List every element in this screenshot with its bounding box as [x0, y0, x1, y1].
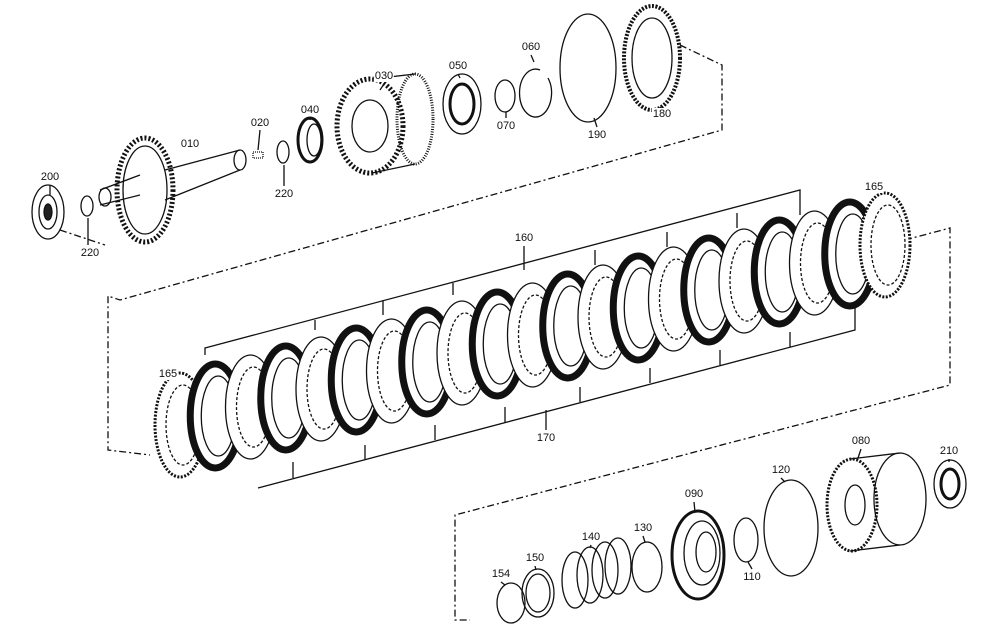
part-label-150: 150	[524, 552, 546, 564]
piston-090	[670, 509, 726, 601]
bracket-170	[257, 300, 856, 489]
ring-120	[763, 479, 819, 577]
steel-disc	[858, 191, 912, 299]
part-label-140: 140	[580, 531, 602, 543]
spring-140	[561, 537, 632, 609]
gear-030	[334, 72, 435, 176]
clutch-housing-080	[825, 452, 927, 553]
ring-150	[521, 568, 555, 618]
part-label-220: 220	[79, 247, 101, 259]
part-label-030: 030	[373, 70, 395, 82]
bearing-200	[31, 184, 65, 240]
snap-ring-060	[518, 68, 553, 118]
part-label-050: 050	[447, 60, 469, 72]
part-label-170: 170	[535, 432, 557, 444]
part-label-040: 040	[299, 104, 321, 116]
part-label-180: 180	[651, 108, 673, 120]
ring-220b	[276, 140, 290, 164]
part-label-165: 165	[863, 181, 885, 193]
part-label-210: 210	[938, 445, 960, 457]
part-label-154: 154	[490, 568, 512, 580]
ring-110	[733, 517, 759, 563]
ring-190	[559, 13, 617, 123]
part-label-110: 110	[742, 571, 762, 583]
part-label-220b: 220	[273, 188, 295, 200]
gear-shaft-010	[98, 135, 247, 245]
bearing-040	[296, 116, 324, 164]
disc-180	[622, 4, 682, 112]
ring-070	[494, 79, 516, 113]
part-label-010: 010	[179, 138, 201, 150]
part-label-080: 080	[850, 435, 872, 447]
part-label-070: 070	[495, 120, 517, 132]
ring-220	[80, 195, 94, 217]
part-label-190: 190	[586, 129, 608, 141]
part-label-060: 060	[520, 41, 542, 53]
part-label-120: 120	[770, 464, 792, 476]
bearing-210	[933, 459, 967, 509]
part-label-130: 130	[632, 522, 654, 534]
part-label-165b: 165	[157, 368, 179, 380]
clutch-disc-stack	[153, 191, 912, 479]
group-outline-top	[59, 44, 723, 456]
ring-154	[496, 582, 526, 624]
bearing-050	[442, 73, 482, 135]
part-label-160: 160	[513, 232, 535, 244]
pin-020	[252, 151, 264, 159]
ring-130	[631, 541, 663, 593]
part-label-090: 090	[683, 488, 705, 500]
part-label-200: 200	[39, 171, 61, 183]
bracket-160	[204, 189, 801, 355]
part-label-020: 020	[249, 117, 271, 129]
